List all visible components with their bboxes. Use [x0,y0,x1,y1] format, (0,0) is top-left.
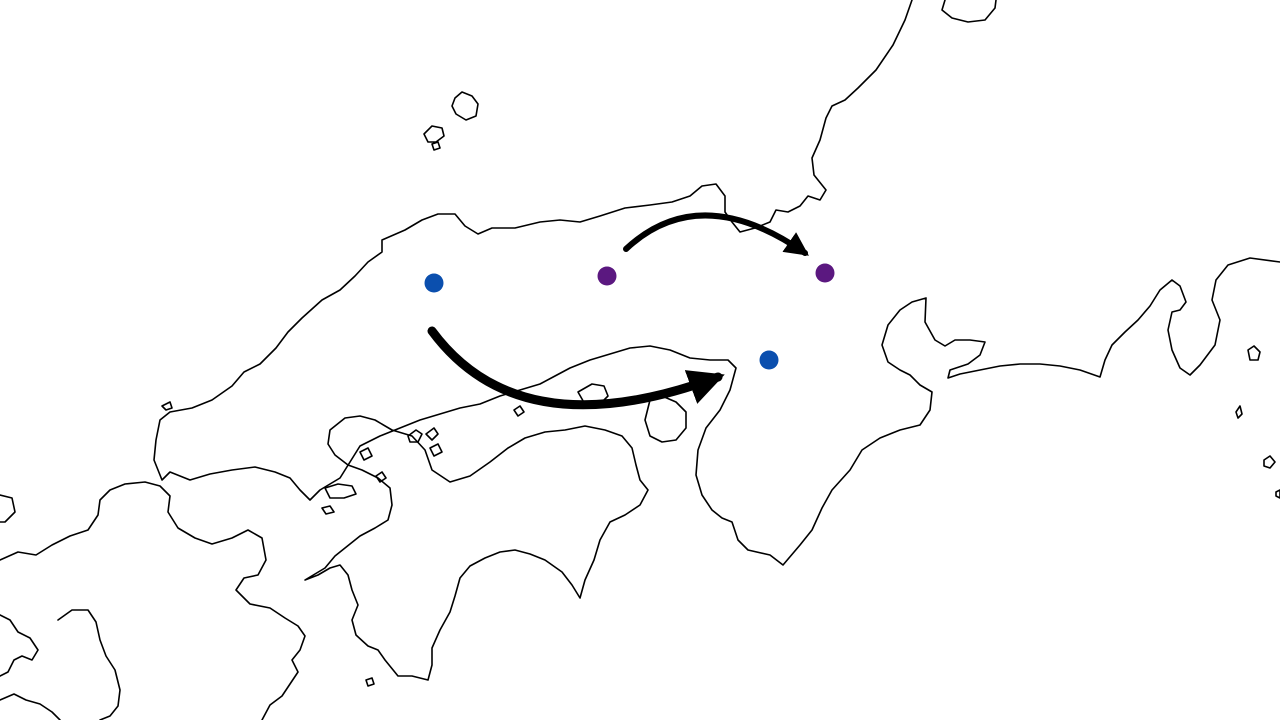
coastline-oki-small [423,125,445,151]
coastline-northern-island [941,0,997,23]
arrow-purple-migration [623,212,809,256]
coastline-islet-1 [407,429,423,443]
coastline-islet-8 [513,405,525,417]
marker-blue-start [424,273,444,293]
coastline-izu-island-2 [1235,405,1243,419]
coastline-islet-2 [425,427,439,441]
coastline-islet-9 [161,401,173,411]
coastline-izu-island-1 [1247,345,1261,361]
coastline-islet-4 [359,447,373,461]
marker-purple-end [815,263,835,283]
coastline-islet-5 [324,483,357,499]
coastline-islet-7 [375,471,387,483]
markers [424,263,835,370]
coastline-izu-island-3 [1263,455,1276,469]
coastline-awaji-island [644,395,687,443]
marker-purple-start [597,266,617,286]
coastline-islet-10 [365,677,375,687]
coastline-islet-3 [429,443,443,457]
coastline-kyushu-west [0,609,121,720]
marker-blue-end [759,350,779,370]
coastline-islet-6 [321,505,335,515]
coastline-honshu [153,0,1280,566]
coastline-kyushu [0,481,306,720]
arrow-blue-migration [427,326,725,410]
coastline-shikoku [304,415,649,681]
migration-arrows [427,212,809,410]
coastline-oki-island [451,91,479,121]
coastline-izu-island-4 [1275,489,1280,499]
